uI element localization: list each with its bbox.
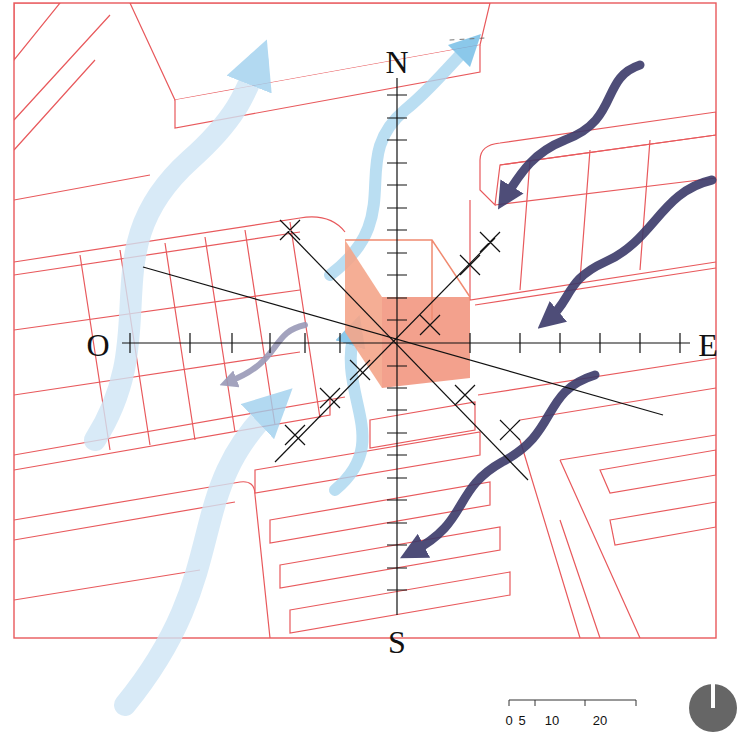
scale-number: 5	[518, 714, 525, 727]
compass-label: N	[385, 46, 408, 78]
frame	[14, 3, 716, 638]
scale-number: 10	[545, 714, 559, 727]
scale-number: 0	[505, 714, 512, 727]
compass-axes	[122, 78, 690, 615]
scale-number: 20	[593, 714, 607, 727]
north-needle	[711, 684, 715, 708]
wind-arrows	[95, 38, 485, 705]
compass-label: S	[388, 626, 406, 658]
dark-wind-arrows	[228, 65, 712, 552]
scale-bar	[509, 700, 636, 706]
compass-label: E	[698, 329, 718, 361]
north-symbol	[689, 684, 737, 732]
compass-label: O	[86, 329, 109, 361]
city-blocks	[14, 3, 716, 638]
